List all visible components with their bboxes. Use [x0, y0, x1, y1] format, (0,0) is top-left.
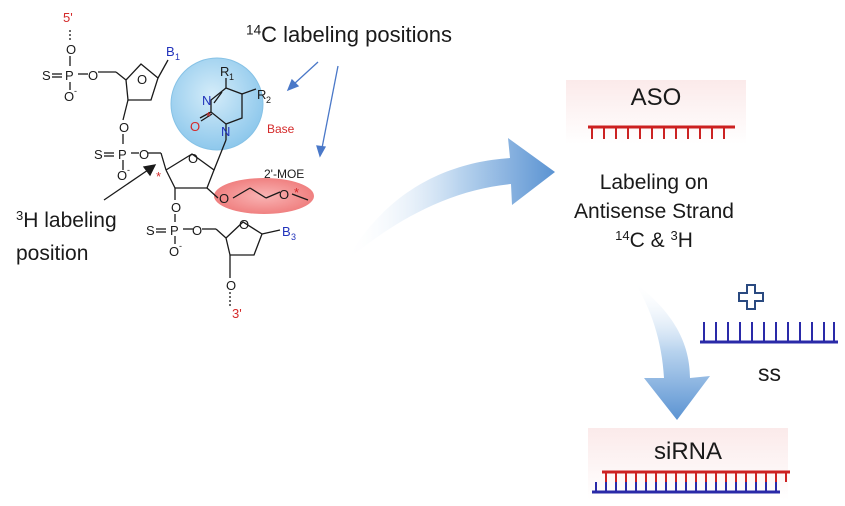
plus-icon	[738, 284, 764, 310]
phosphate2-o-top: O	[119, 120, 129, 135]
r2-label: R	[257, 87, 266, 102]
flow-arrow-right	[345, 138, 555, 262]
r1-label: R	[220, 64, 229, 79]
carbonyl-o: O	[190, 119, 200, 134]
base-highlight-circle	[170, 57, 264, 151]
sugar1-ring-o: O	[137, 72, 147, 87]
phosphate1-s: S	[42, 68, 51, 83]
phosphate3-o-minus: O	[169, 244, 179, 259]
base1-label: B	[166, 44, 175, 59]
sirna-title: siRNA	[653, 438, 722, 465]
phosphate1-minus-sign: -	[74, 86, 77, 96]
r2-subscript: 2	[266, 95, 271, 105]
h3-line2: position	[16, 242, 89, 265]
h3-line1-text: H labeling	[23, 209, 117, 232]
aso-labeling-description: Labeling on Antisense Strand 14C & 3H	[548, 168, 760, 255]
moe-label: 2'-MOE	[264, 167, 304, 181]
aso-desc-line2: Antisense Strand	[574, 200, 734, 223]
aso-desc-line1: Labeling on	[599, 171, 709, 194]
phosphate3-o-right: O	[192, 223, 202, 238]
base1-subscript: 1	[175, 52, 180, 62]
r1-subscript: 1	[229, 72, 234, 82]
c14-pointer-arrows	[286, 61, 339, 158]
phosphate1-o-top: O	[66, 42, 76, 57]
chemical-structure-bonds	[52, 30, 309, 306]
h3-labeling-title: 3H labeling position	[16, 204, 117, 270]
aso-h3-superscript: 3	[670, 227, 678, 243]
ring-n-top: N	[202, 93, 211, 108]
moe-c14-star: *	[294, 185, 299, 200]
h3-pointer-arrow	[103, 164, 157, 201]
h3-line1: 3H labeling	[16, 204, 117, 237]
phosphate1-o-right: O	[88, 68, 98, 83]
base-label: Base	[267, 122, 295, 136]
phosphate1-p: P	[65, 68, 74, 83]
flow-arrow-down	[634, 282, 710, 420]
aso-title: ASO	[630, 84, 682, 111]
sugar3-ring-o: O	[239, 217, 249, 232]
aso-c-text: C &	[629, 229, 671, 252]
moe-o-right: O	[279, 187, 289, 202]
phosphate2-o-right: O	[139, 147, 149, 162]
ss-strand	[700, 322, 838, 344]
base-c14-star: *	[206, 109, 211, 124]
phosphate2-s: S	[94, 147, 103, 162]
aso-c14-superscript: 14	[615, 227, 630, 243]
ring-n-bottom: N	[221, 124, 230, 139]
phosphate2-minus-sign: -	[127, 165, 130, 175]
sirna-panel-background	[588, 428, 788, 500]
phosphate3-s: S	[146, 223, 155, 238]
c14-superscript: 14	[246, 22, 262, 38]
phosphate3-minus-sign: -	[179, 241, 182, 251]
five-prime-label: 5'	[63, 10, 73, 25]
aso-strand	[588, 125, 735, 139]
moe-o-left: O	[219, 191, 229, 206]
aso-panel-background	[566, 80, 746, 144]
sugar2-ring-o: O	[188, 151, 198, 166]
phosphate3-o-top: O	[171, 200, 181, 215]
c14-labeling-text: C labeling positions	[261, 22, 452, 47]
base3-label: B	[282, 224, 291, 239]
phosphate3-p: P	[170, 223, 179, 238]
three-prime-label: 3'	[232, 306, 242, 321]
bottom-o: O	[226, 278, 236, 293]
aso-h-text: H	[677, 229, 693, 252]
base3-subscript: 3	[291, 232, 296, 242]
sirna-duplex	[592, 470, 790, 494]
phosphate2-p: P	[118, 147, 127, 162]
phosphate2-o-minus: O	[117, 168, 127, 183]
ss-label: ss	[758, 360, 781, 386]
phosphate1-o-minus: O	[64, 89, 74, 104]
c14-labeling-title: 14C labeling positions	[246, 22, 452, 48]
aso-desc-line3: 14C & 3H	[548, 226, 760, 255]
h3-star: *	[156, 169, 161, 184]
h3-superscript: 3	[16, 207, 24, 223]
